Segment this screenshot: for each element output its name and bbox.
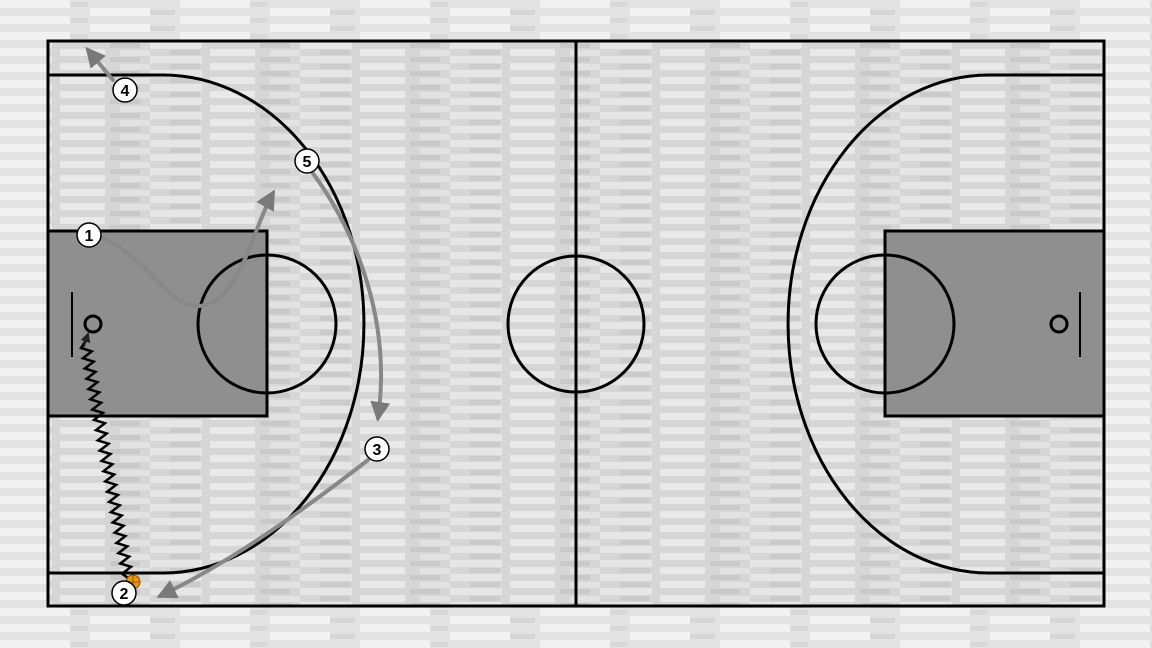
left-free-throw-circle <box>196 253 338 395</box>
player-1-marker: 1 <box>76 222 102 248</box>
player-5-cut-path <box>310 170 391 422</box>
player-1-label: 1 <box>85 228 94 245</box>
left-rim <box>83 314 103 334</box>
player-5-marker: 5 <box>294 148 320 174</box>
right-rim <box>1049 314 1069 334</box>
center-circle <box>506 254 646 394</box>
dribble-arrow-icon <box>80 332 91 347</box>
right-three-point-line <box>786 73 1104 575</box>
right-free-throw-circle <box>814 253 956 395</box>
player-4-label: 4 <box>121 83 130 100</box>
player-2-marker: 2 <box>111 580 137 606</box>
player-2-dribble-path <box>79 340 134 580</box>
player-4-cut-path <box>85 46 115 82</box>
player-4-marker: 4 <box>112 77 138 103</box>
player-2-label: 2 <box>120 586 129 603</box>
player-3-marker: 3 <box>364 436 390 462</box>
left-three-point-line <box>48 73 366 575</box>
player-3-cut-path <box>156 458 370 599</box>
left-key-outline <box>46 229 269 418</box>
player-3-label: 3 <box>373 442 382 459</box>
left-paint <box>48 231 267 416</box>
right-key-outline <box>883 229 1106 418</box>
player-5-label: 5 <box>303 154 312 171</box>
player-1-cut-path <box>94 189 275 309</box>
right-paint <box>885 231 1104 416</box>
